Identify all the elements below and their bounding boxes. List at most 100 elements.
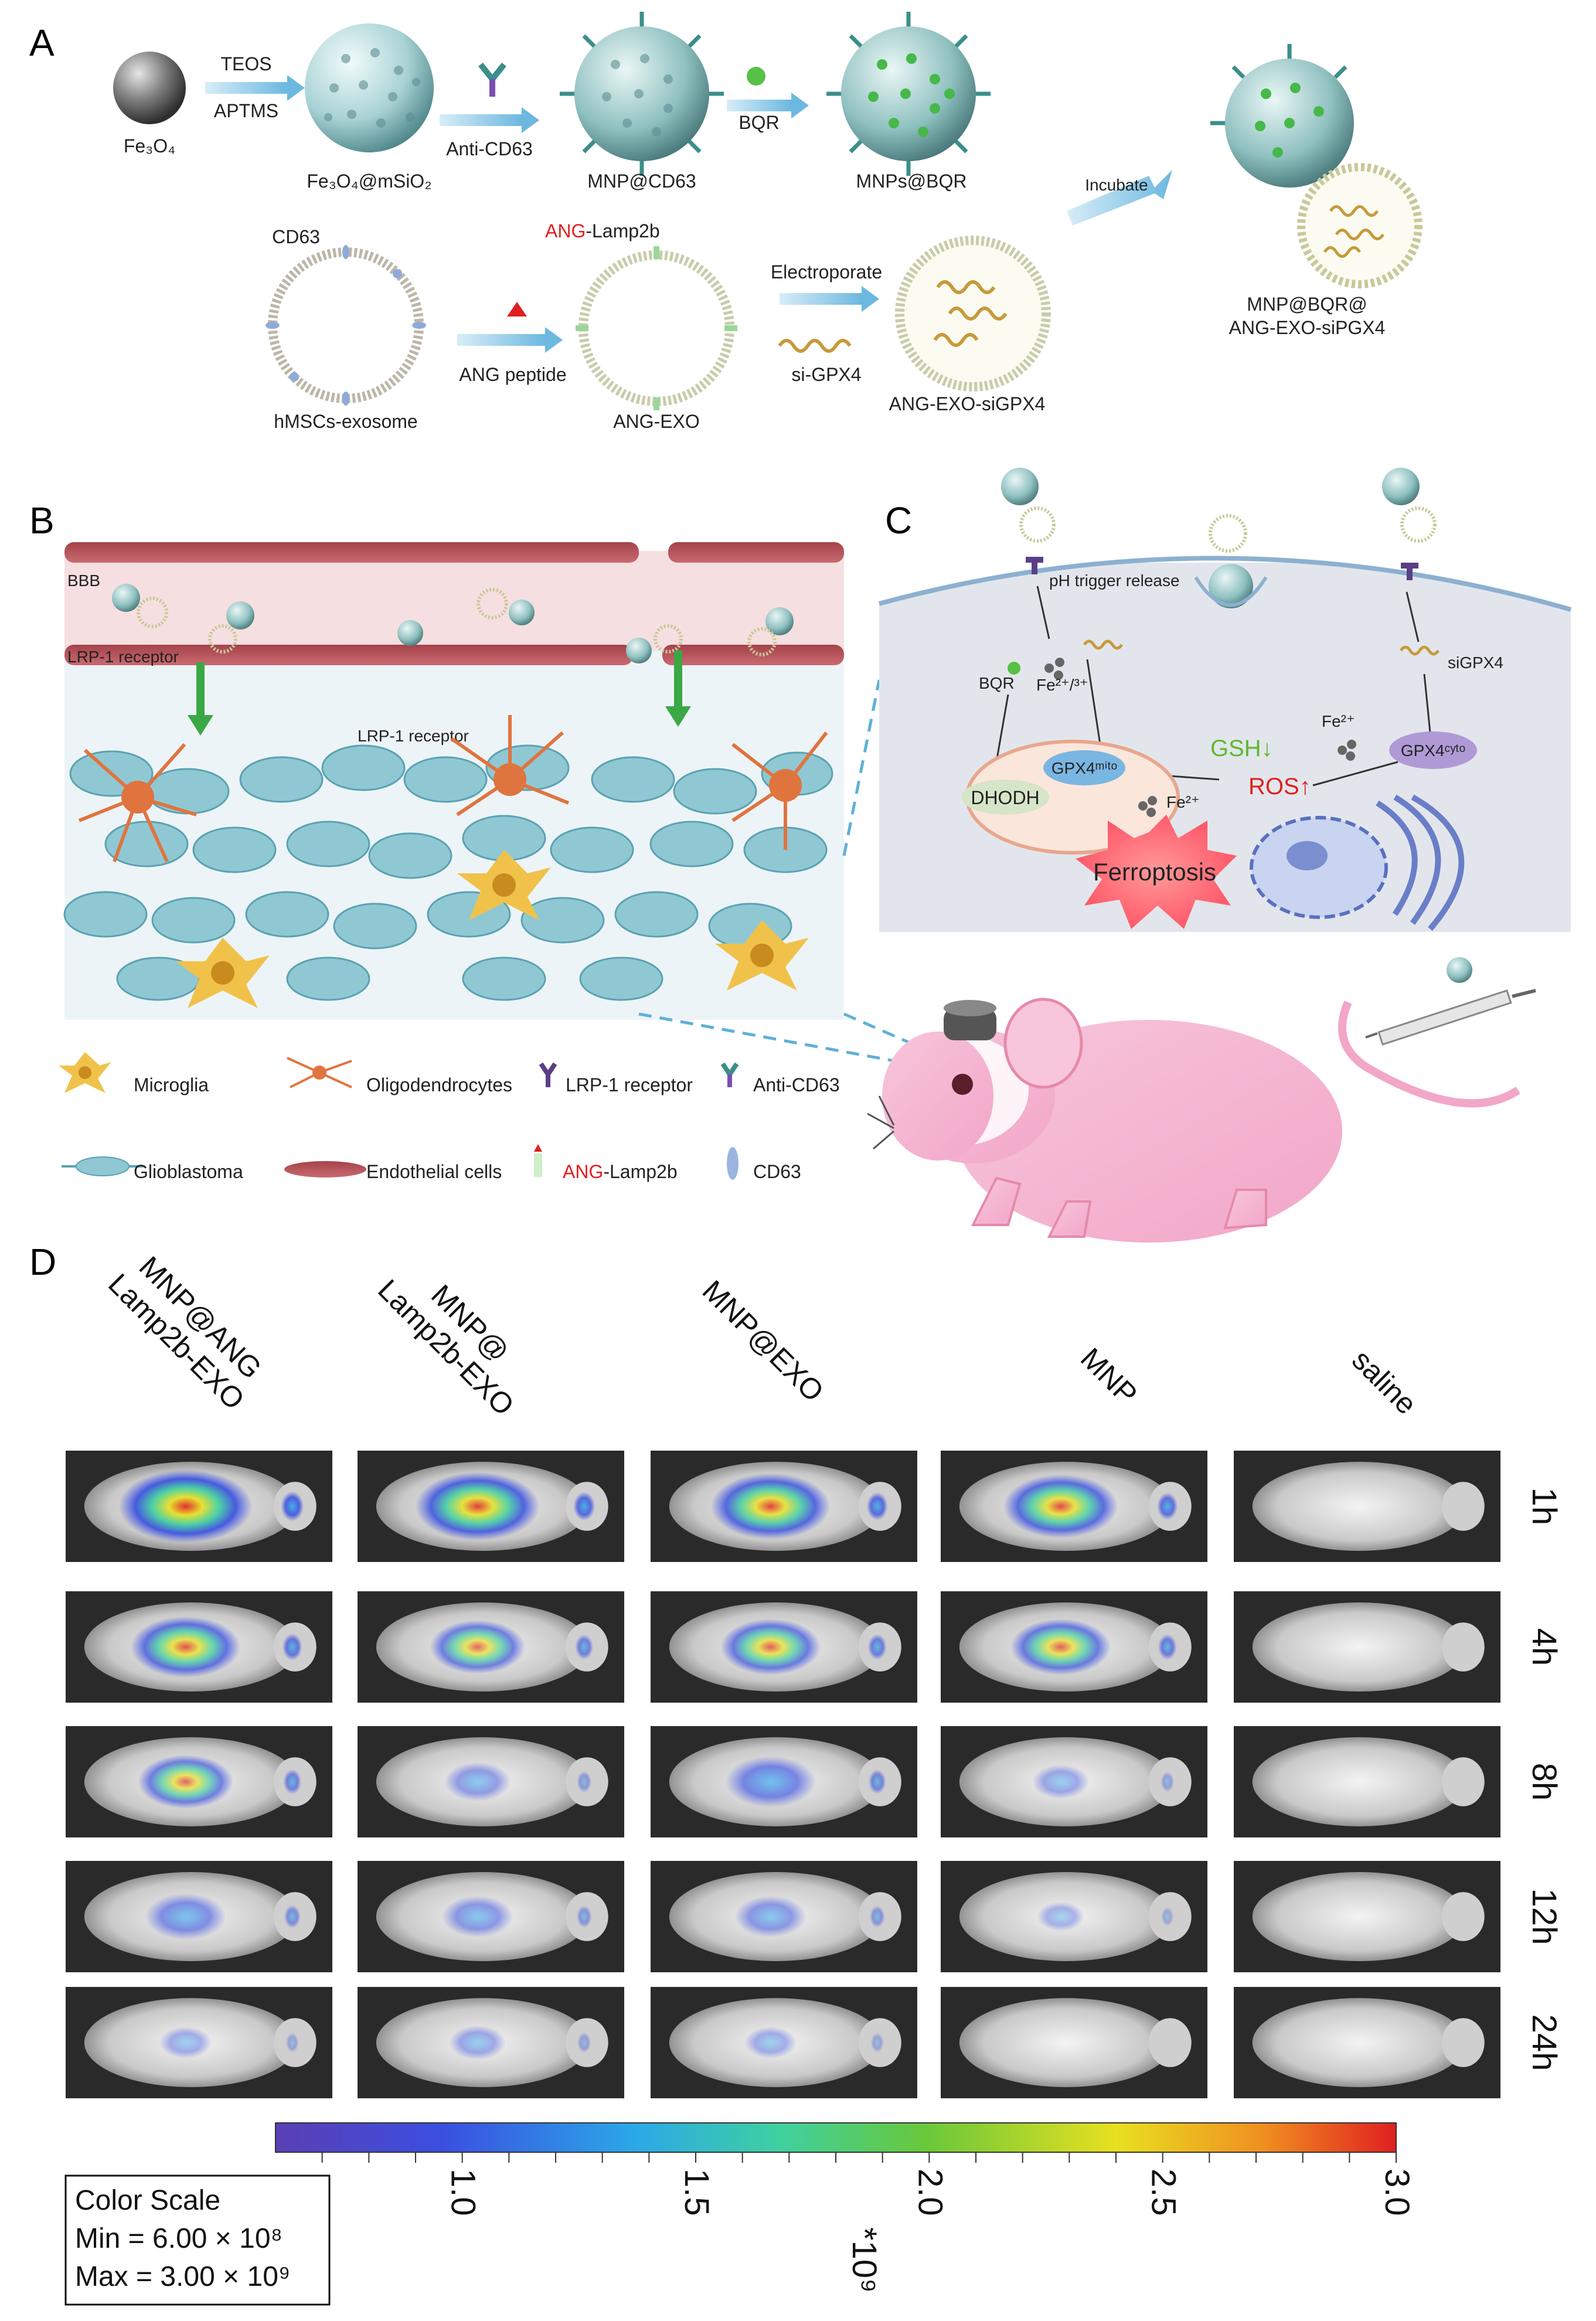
ferroptosis-burst [1076, 815, 1237, 929]
magnet-cap [944, 1008, 996, 1040]
colorbar-multiplier: *10⁹ [845, 2227, 883, 2293]
product-label-line1: MNP@BQR@ [1247, 294, 1367, 315]
brain-fluorescence-signal [866, 1492, 888, 1520]
mouse-head-silhouette [1441, 1757, 1485, 1806]
si-gpx4-label: si-GPX4 [791, 364, 861, 385]
imaging-cell [941, 1451, 1207, 1562]
fluorescence-signal [725, 1756, 816, 1808]
legend-oligodendrocyte-icon [287, 1057, 352, 1088]
fluorescence-signal [159, 2027, 212, 2058]
ros-label: ROS↑ [1248, 774, 1311, 799]
brain-fluorescence-signal [1161, 1907, 1174, 1927]
arrow-electroporate-head [862, 286, 879, 312]
panel-a: A Fe₃O₄ TEOS APTMS Fe₃O₄@mSiO₂ Anti-CD63 [29, 12, 1423, 432]
sigpx4-label: siGPX4 [1448, 654, 1503, 672]
colorbar-tick-label: 1.0 [444, 2169, 482, 2216]
legend-lamp2b-suffix: -Lamp2b [603, 1161, 677, 1182]
panel-c: C pH trigger release BQR Fe²⁺/³⁺ siGPX4 [878, 468, 1572, 932]
brain-fluorescence-signal [573, 1492, 595, 1521]
endothelium-bottom [64, 645, 844, 665]
oligodendrocyte-cells [78, 715, 828, 863]
incoming-particles [1001, 468, 1437, 608]
mnps-bqr-drug-dots [868, 53, 955, 137]
legend-oligodendrocytes-label: Oligodendrocytes [366, 1074, 512, 1095]
legend-microglia-label: Microglia [134, 1074, 209, 1095]
membrane-receptors [1026, 557, 1418, 580]
mouse-head-silhouette [1441, 1892, 1485, 1941]
aptms-label: APTMS [214, 100, 278, 121]
brain-fluorescence-signal [283, 1769, 302, 1795]
ang-exo-lamp2b [576, 246, 737, 410]
arrow-anticd63 [440, 114, 522, 126]
fluorescence-signal [118, 1469, 253, 1543]
column-header-4: saline [1346, 1343, 1423, 1421]
sigpx4-icon [1399, 645, 1440, 656]
colorbar [275, 2122, 1397, 2153]
imaging-cell [66, 1987, 332, 2098]
panel-label-c: C [885, 499, 912, 542]
fluorescence-signal [444, 1762, 511, 1802]
mouse-silhouette [1252, 1737, 1466, 1826]
mouse-head-silhouette [1441, 1622, 1485, 1672]
blood-vessel-lumen [64, 551, 844, 651]
color-scale-title: Color Scale [75, 2185, 220, 2216]
arrow-teos-head [287, 75, 305, 101]
arrow-teos [205, 82, 287, 94]
mouse-eye [952, 1074, 973, 1095]
column-header-0: MNP@ANGLamp2b-EXO [102, 1243, 275, 1416]
legend-cd63-label: CD63 [753, 1161, 801, 1182]
colorbar-tick-label: 3.0 [1378, 2169, 1416, 2216]
sirna-released-icon [1083, 639, 1124, 650]
timepoint-label: 12h [1525, 1888, 1563, 1945]
fluorescence-signal [138, 1755, 234, 1809]
gsh-label: GSH↓ [1210, 736, 1273, 761]
column-header-line1: saline [1346, 1343, 1423, 1421]
bqr-label: BQR [739, 112, 779, 133]
product-drug-dots [1255, 83, 1324, 158]
colorbar-tick-label: 1.5 [678, 2169, 716, 2216]
legend-lrp1-label: LRP-1 receptor [566, 1074, 693, 1095]
brain-fluorescence-signal [870, 2033, 884, 2053]
legend-glioblastoma-icon [62, 1156, 144, 1176]
arrow-bqr-head [791, 93, 809, 118]
imaging-cell [1234, 1861, 1500, 1972]
ang-lamp2b-prefix: ANG [545, 220, 586, 241]
mouse-silhouette [1252, 1872, 1466, 1961]
dhodh-label: DHODH [971, 787, 1039, 808]
hmscs-cd63-proteins [266, 245, 426, 406]
fe2-b-label: Fe²⁺ [1322, 712, 1355, 730]
product-label-line2: ANG-EXO-siPGX4 [1229, 317, 1386, 338]
column-header-line1: MNP@EXO [696, 1274, 831, 1408]
imaging-cell [66, 1726, 332, 1837]
anti-cd63-label: Anti-CD63 [446, 138, 533, 159]
sirna-icon [778, 339, 852, 353]
arrow-electroporate [780, 293, 862, 305]
fluorescence-signal [744, 2027, 797, 2058]
panel-label-a: A [29, 22, 55, 64]
mouse-face [882, 1032, 993, 1160]
legend-glioblastoma-label: Glioblastoma [134, 1161, 243, 1182]
mouse-silhouette [1252, 1602, 1466, 1692]
brain-fluorescence-signal [577, 1771, 592, 1793]
timepoint-label: 24h [1525, 2014, 1563, 2071]
panel-b-legend: Microglia Oligodendrocytes LRP-1 recepto… [59, 1052, 840, 1182]
mnp-cd63-pores [602, 54, 673, 137]
imaging-cell [941, 1591, 1207, 1703]
timepoint-label: 1h [1525, 1488, 1563, 1526]
ang-lamp2b-label: ANG-Lamp2b [545, 220, 660, 241]
brain-fluorescence-signal [281, 1491, 304, 1522]
imaging-grid [66, 1451, 1500, 2098]
imaging-cell [358, 1987, 624, 2098]
brain-fluorescence-signal [867, 1634, 887, 1660]
cell-membrane [878, 556, 1572, 612]
brain-fluorescence-signal [1161, 1771, 1175, 1792]
product-antibodies [1210, 44, 1347, 125]
arrow-ang-peptide [457, 334, 545, 346]
timepoint-label: 4h [1525, 1628, 1563, 1666]
fluorescence-signal [1032, 1764, 1090, 1799]
ang-peptide-label: ANG peptide [459, 364, 566, 385]
imaging-cell [358, 1591, 624, 1703]
